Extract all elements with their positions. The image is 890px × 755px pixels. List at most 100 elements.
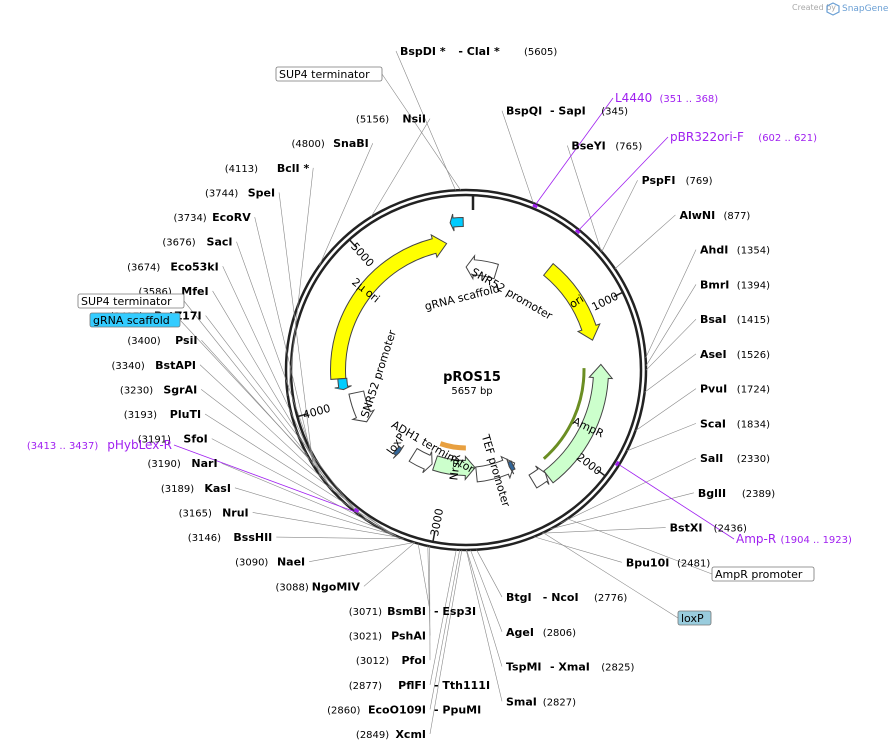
site-asei[interactable]: AseI(1526) bbox=[700, 348, 770, 361]
site-leader-line bbox=[319, 143, 374, 266]
site-alwni[interactable]: AlwNI(877) bbox=[679, 209, 750, 222]
site-leader-line bbox=[533, 536, 622, 563]
feature-adh1-terminator[interactable] bbox=[408, 447, 433, 474]
callout-label: AmpR promoter bbox=[715, 568, 803, 581]
site-leader-line bbox=[635, 388, 697, 431]
site-scai[interactable]: ScaI(1834) bbox=[700, 417, 770, 430]
site-position: (877) bbox=[723, 211, 750, 222]
callout-label: loxP bbox=[681, 612, 704, 625]
site-ngomiv[interactable]: NgoMIV(3088) bbox=[275, 580, 360, 593]
site-bsshii[interactable]: BssHII(3146) bbox=[188, 531, 272, 544]
site-leader-line bbox=[429, 549, 457, 685]
site-bsai[interactable]: BsaI(1415) bbox=[700, 313, 770, 326]
site-naei[interactable]: NaeI(3090) bbox=[235, 556, 305, 569]
site-bsmbi[interactable]: BsmBI- Esp3I(3071) bbox=[349, 605, 476, 618]
site-name: EcoRV bbox=[212, 211, 251, 224]
primer-phyblex-r[interactable]: pHybLex-R(3413 .. 3437) bbox=[27, 438, 172, 452]
site-saci[interactable]: SacI(3676) bbox=[162, 236, 232, 249]
site-tspmi[interactable]: TspMI- XmaI(2825) bbox=[506, 661, 635, 674]
site-ecorv[interactable]: EcoRV(3734) bbox=[173, 211, 251, 224]
primer-amp-r[interactable]: Amp-R(1904 .. 1923) bbox=[736, 532, 852, 546]
site-position: (3230) bbox=[120, 385, 153, 396]
site-name: PshAI bbox=[391, 630, 426, 643]
site-bseyi[interactable]: BseYI(765) bbox=[571, 139, 642, 152]
feature-grna-scaffold-1[interactable] bbox=[449, 213, 464, 232]
site-sali[interactable]: SalI(2330) bbox=[700, 452, 770, 465]
callout-sup4-terminator-left[interactable]: SUP4 terminator bbox=[77, 293, 185, 309]
primer-pbr322ori-f[interactable]: pBR322ori-F(602 .. 621) bbox=[670, 130, 817, 144]
feature-ampr-promoter[interactable] bbox=[528, 465, 550, 489]
site-bglii[interactable]: BglII(2389) bbox=[698, 487, 775, 500]
site-name: SfoI bbox=[183, 433, 207, 446]
created-by-text: Created by bbox=[792, 3, 836, 12]
feature-snr52-promoter-top[interactable] bbox=[465, 254, 500, 281]
site-position: (5605) bbox=[524, 47, 557, 58]
callout-sup4-terminator-top[interactable]: SUP4 terminator bbox=[275, 66, 383, 82]
site-leader-line bbox=[234, 487, 396, 537]
callout-grna-scaffold-left[interactable]: gRNA scaffold bbox=[89, 312, 181, 328]
site-xcmi[interactable]: XcmI(2849) bbox=[356, 728, 426, 741]
feature-loxp-1[interactable] bbox=[506, 458, 516, 475]
site-bspdi[interactable]: BspDI *- ClaI *(5605) bbox=[400, 45, 557, 58]
site-pshai[interactable]: PshAI (3021) bbox=[349, 630, 426, 643]
feature-grna-scaffold-2[interactable] bbox=[334, 377, 352, 391]
site-pluti[interactable]: PluTI(3193) bbox=[124, 408, 201, 421]
site-position: (2860) bbox=[327, 705, 360, 716]
site-bcli[interactable]: BclI *(4113) bbox=[225, 162, 310, 175]
callout-ampr-promoter[interactable]: AmpR promoter bbox=[711, 566, 815, 582]
site-sfoi[interactable]: SfoI(3191) bbox=[138, 433, 208, 446]
site-bmri[interactable]: BmrI(1394) bbox=[700, 278, 770, 291]
site-pvui[interactable]: PvuI(1724) bbox=[700, 383, 770, 396]
callout-loxp-right[interactable]: loxP bbox=[677, 610, 712, 626]
feature-ori[interactable] bbox=[542, 262, 601, 341]
site-bspqi[interactable]: BspQI- SapI(345) bbox=[506, 105, 628, 118]
feature-tef-promoter[interactable] bbox=[475, 455, 516, 483]
site-psii[interactable]: PsiI(3400) bbox=[127, 334, 197, 347]
site-position: (4800) bbox=[292, 139, 325, 150]
site-kasi[interactable]: KasI(3189) bbox=[161, 482, 231, 495]
feature-loxp-2[interactable] bbox=[392, 444, 405, 459]
site-leader-line bbox=[276, 536, 404, 540]
site-position: (2330) bbox=[737, 454, 770, 465]
site-pfoi[interactable]: PfoI(3012) bbox=[356, 654, 426, 667]
site-name: SnaBI bbox=[333, 137, 369, 150]
site-name: BclI * bbox=[277, 162, 310, 175]
site-ecoo109i[interactable]: EcoO109I- PpuMI(2860) bbox=[327, 703, 481, 716]
site-bpu10i[interactable]: Bpu10I(2481) bbox=[626, 556, 711, 569]
site-nari[interactable]: NarI(3190) bbox=[147, 457, 217, 470]
site-leader-line bbox=[252, 512, 401, 538]
site-position: (765) bbox=[615, 141, 642, 152]
site-btgi[interactable]: BtgI- NcoI(2776) bbox=[506, 591, 627, 604]
site-leader-line bbox=[278, 192, 314, 465]
site-pflfi[interactable]: PflFI- Tth111I(2877) bbox=[349, 679, 490, 692]
site-smai[interactable]: SmaI(2827) bbox=[506, 695, 576, 708]
site-mfei[interactable]: MfeI(3586) bbox=[139, 285, 209, 298]
primer-mark bbox=[532, 203, 538, 209]
site-bstapi[interactable]: BstAPI(3340) bbox=[112, 359, 196, 372]
site-snabi[interactable]: SnaBI (4800) bbox=[292, 137, 369, 150]
site-pspfi[interactable]: PspFI(769) bbox=[642, 174, 713, 187]
site-eco53ki[interactable]: Eco53kI(3674) bbox=[127, 260, 219, 273]
inner-feature-label: SNR52 promoter bbox=[358, 328, 399, 419]
site-bstxi[interactable]: BstXI(2436) bbox=[670, 522, 747, 535]
site-name: SgrAI bbox=[163, 383, 197, 396]
site-agei[interactable]: AgeI(2806) bbox=[506, 626, 576, 639]
site-ahdi[interactable]: AhdI(1354) bbox=[700, 244, 770, 257]
feature-snr52-promoter[interactable] bbox=[348, 390, 376, 423]
site-nsii[interactable]: NsiI(5156) bbox=[356, 113, 426, 126]
feature-nrsr[interactable] bbox=[432, 455, 476, 481]
site-leader-line bbox=[201, 389, 389, 533]
site-name: PsiI bbox=[175, 334, 197, 347]
site-position: (3021) bbox=[349, 632, 382, 643]
feature-ampr[interactable] bbox=[543, 363, 614, 484]
tick-mark bbox=[432, 531, 436, 542]
site-leader-line bbox=[614, 214, 676, 270]
site-leader-line bbox=[541, 527, 666, 534]
feature-2-ori[interactable] bbox=[330, 233, 448, 380]
site-sgrai[interactable]: SgrAI (3230) bbox=[120, 383, 197, 396]
primer-l4440[interactable]: L4440(351 .. 368) bbox=[615, 91, 718, 105]
site-spei[interactable]: SpeI(3744) bbox=[205, 186, 275, 199]
site-nrui[interactable]: NruI(3165) bbox=[179, 506, 249, 519]
site-leader-line bbox=[370, 118, 431, 218]
tick-mark bbox=[613, 291, 624, 298]
